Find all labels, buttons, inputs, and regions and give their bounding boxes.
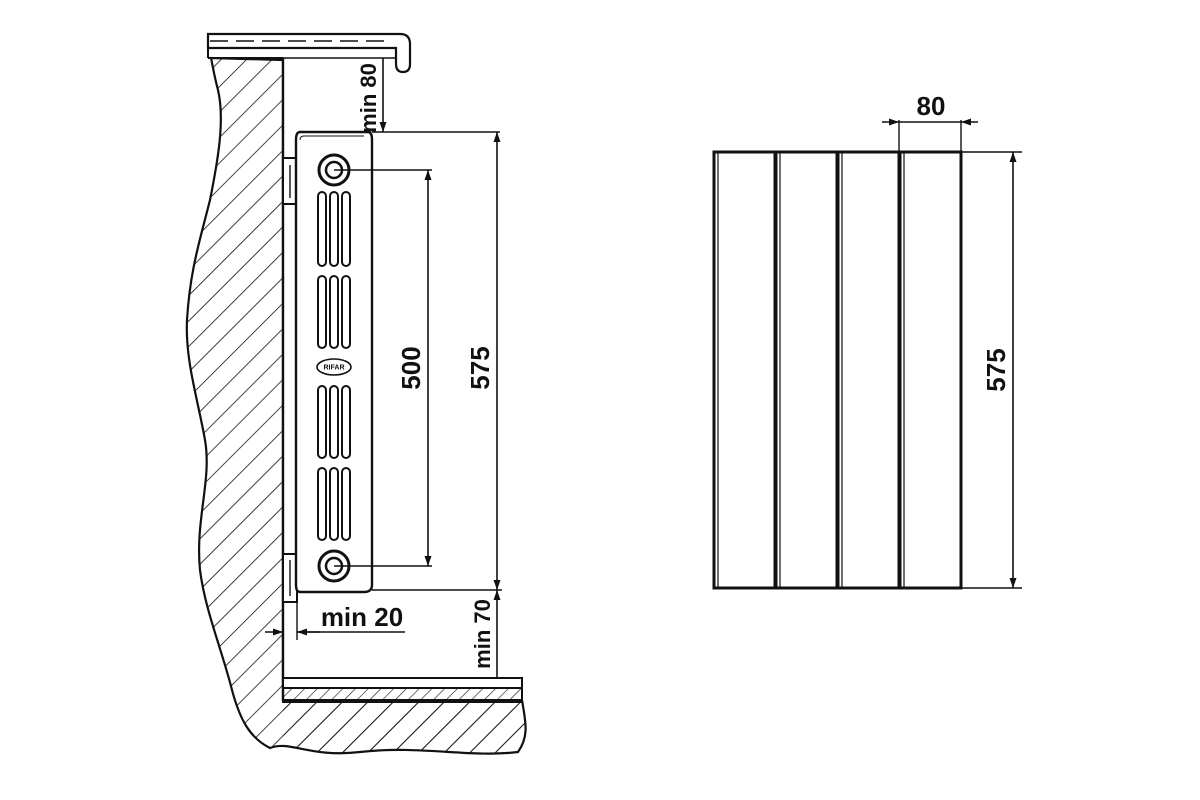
- floor-section: [282, 677, 527, 754]
- radiator-front-sections: [712, 150, 963, 590]
- front-view: 80 575: [712, 91, 1022, 590]
- wall-section: [185, 56, 527, 755]
- dimension-wall-gap: min 20: [265, 600, 405, 640]
- dimension-center-distance-label: 500: [396, 346, 426, 389]
- radiator-side: RIFAR: [294, 130, 374, 594]
- radiator-section-2: [774, 150, 839, 590]
- dimension-front-height-label: 575: [981, 348, 1011, 391]
- radiator-section-1: [712, 150, 777, 590]
- dimension-height: 575: [372, 132, 502, 591]
- dimension-center-distance: 500: [334, 169, 432, 567]
- dimension-wall-gap-label: min 20: [321, 602, 403, 632]
- dimension-front-height: 575: [962, 151, 1022, 589]
- window-sill: [206, 32, 412, 74]
- dimension-section-width: 80: [882, 91, 978, 152]
- dimension-section-width-label: 80: [917, 91, 946, 121]
- dimension-top-clearance: min 80: [356, 58, 500, 133]
- fin-group-4: [317, 467, 351, 541]
- wall-bracket-top: [282, 157, 298, 205]
- radiator-section-3: [836, 150, 901, 590]
- dimension-height-label: 575: [465, 346, 495, 389]
- fin-group-1: [317, 191, 351, 267]
- fin-group-3: [317, 385, 351, 459]
- dimension-bottom-clearance-label: min 70: [470, 599, 495, 669]
- brand-logo: RIFAR: [316, 358, 352, 376]
- side-view: RIFAR min 80 500 575 min 70: [185, 32, 534, 755]
- dimension-top-clearance-label: min 80: [356, 63, 381, 133]
- dimension-bottom-clearance: min 70: [470, 590, 501, 678]
- brand-logo-text: RIFAR: [324, 365, 345, 372]
- radiator-section-4: [898, 150, 963, 590]
- fin-group-2: [317, 275, 351, 349]
- wall-bracket-bottom: [282, 553, 298, 603]
